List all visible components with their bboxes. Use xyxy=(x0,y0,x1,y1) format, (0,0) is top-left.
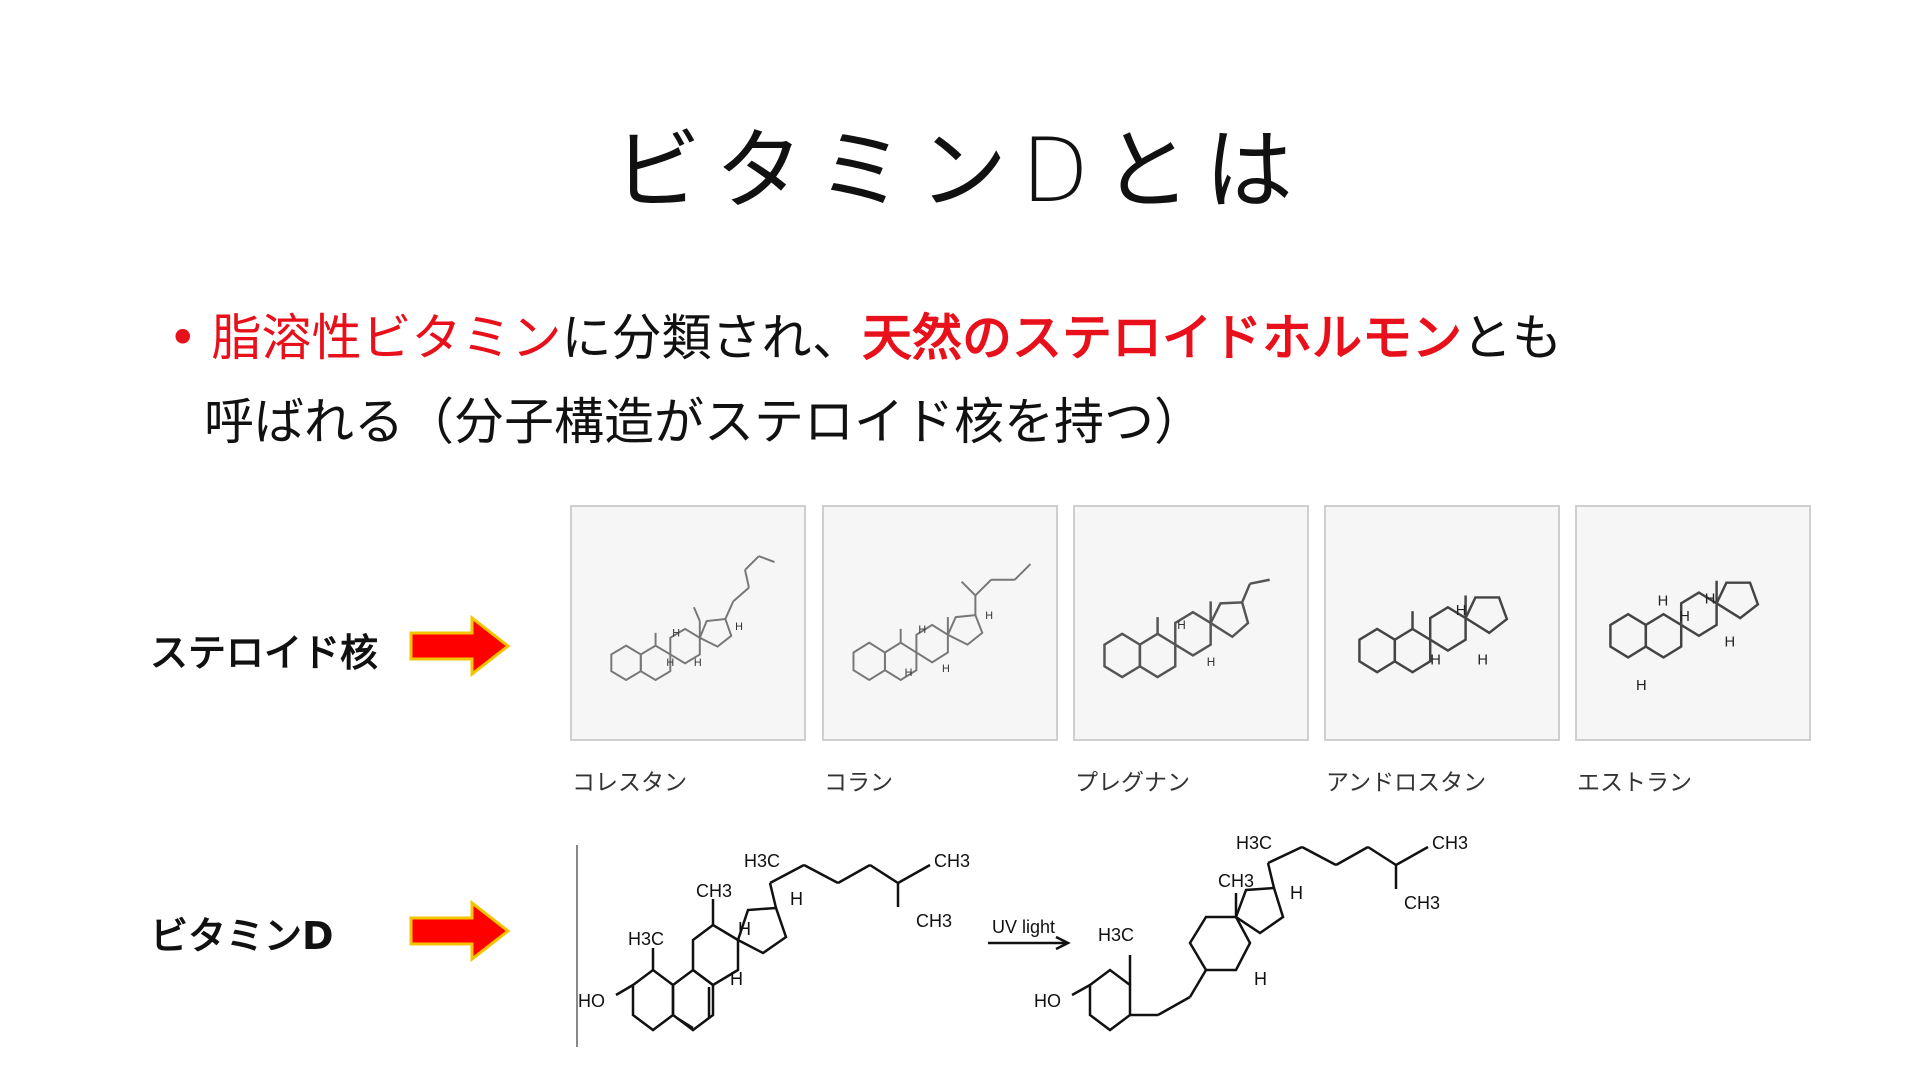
cholane-structure: H H H H xyxy=(822,505,1058,741)
svg-text:H: H xyxy=(730,969,743,989)
svg-text:H: H xyxy=(666,657,674,669)
svg-text:H: H xyxy=(1724,635,1735,651)
cholane-caption: コラン xyxy=(824,770,893,796)
svg-text:H: H xyxy=(1290,883,1303,903)
svg-text:HO: HO xyxy=(578,991,605,1011)
androstane-caption: アンドロスタン xyxy=(1326,770,1487,796)
right-arrow-icon xyxy=(409,899,511,963)
svg-text:H: H xyxy=(694,657,702,669)
svg-text:H: H xyxy=(1477,652,1488,668)
pregnane-caption: プレグナン xyxy=(1075,770,1190,796)
svg-text:CH3: CH3 xyxy=(934,851,970,871)
svg-text:H3C: H3C xyxy=(1098,925,1134,945)
right-arrow-icon xyxy=(409,614,511,678)
svg-text:H: H xyxy=(918,624,926,636)
bullet-line-1: •脂溶性ビタミンに分類され、天然のステロイドホルモンとも xyxy=(168,296,1768,380)
steroid-hormone-text: 天然のステロイドホルモン xyxy=(862,309,1462,367)
vitamin-d-scheme: H3C CH3 CH3 CH3 H H3C H H HO UV light H3… xyxy=(578,835,1468,1032)
svg-text:H: H xyxy=(1679,609,1690,625)
svg-text:H3C: H3C xyxy=(628,929,664,949)
svg-text:H: H xyxy=(1705,591,1716,607)
svg-text:H: H xyxy=(1207,656,1216,669)
estrane-structure: H H H H H xyxy=(1575,505,1811,741)
svg-text:CH3: CH3 xyxy=(1218,871,1254,891)
bullet-marker: • xyxy=(168,309,198,367)
svg-text:H: H xyxy=(738,919,751,939)
svg-text:CH3: CH3 xyxy=(1404,893,1440,913)
svg-text:CH3: CH3 xyxy=(696,881,732,901)
svg-text:UV light: UV light xyxy=(992,917,1055,937)
vitamin-d-label: ビタミンD xyxy=(150,914,334,958)
svg-text:HO: HO xyxy=(1034,991,1061,1011)
svg-text:H3C: H3C xyxy=(744,851,780,871)
bullet-line-2: 呼ばれる（分子構造がステロイド核を持つ） xyxy=(204,393,1204,451)
svg-text:H: H xyxy=(1177,619,1186,632)
pregnane-structure: H H xyxy=(1073,505,1309,741)
svg-text:H: H xyxy=(1658,593,1669,609)
svg-text:H: H xyxy=(790,889,803,909)
also-text: とも xyxy=(1462,309,1562,367)
cholestane-caption: コレスタン xyxy=(572,770,687,796)
svg-text:H: H xyxy=(1456,603,1467,619)
slide-title: ビタミンDとは xyxy=(613,119,1307,222)
svg-text:H3C: H3C xyxy=(1236,835,1272,853)
svg-text:CH3: CH3 xyxy=(916,911,952,931)
estrane-caption: エストラン xyxy=(1577,770,1692,796)
svg-text:H: H xyxy=(1636,678,1647,694)
androstane-structure: H H H xyxy=(1324,505,1560,741)
svg-text:H: H xyxy=(735,621,743,633)
bullet-text: •脂溶性ビタミンに分類され、天然のステロイドホルモンとも 呼ばれる（分子構造がス… xyxy=(168,296,1768,464)
scheme-divider xyxy=(576,845,578,1047)
svg-text:H: H xyxy=(985,610,993,622)
svg-text:H: H xyxy=(1430,652,1441,668)
fat-soluble-vitamin-text: 脂溶性ビタミン xyxy=(211,309,562,367)
svg-text:H: H xyxy=(672,628,680,640)
cholestane-structure: H H H H xyxy=(570,505,806,741)
svg-text:CH3: CH3 xyxy=(1432,835,1468,853)
svg-text:H: H xyxy=(1254,969,1267,989)
svg-text:H: H xyxy=(942,663,950,675)
classified-text: に分類され、 xyxy=(561,309,863,367)
svg-text:H: H xyxy=(905,667,913,679)
steroid-nucleus-label: ステロイド核 xyxy=(150,631,379,675)
